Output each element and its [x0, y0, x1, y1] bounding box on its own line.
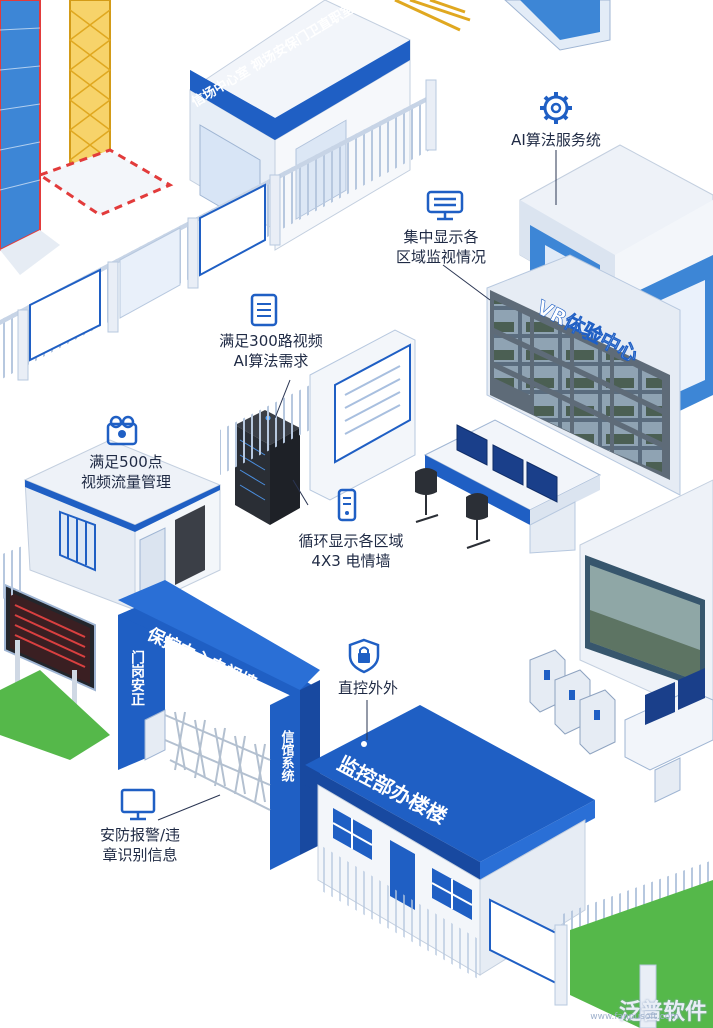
- label-alarm-1: 安防报警/违: [99, 826, 181, 844]
- turnstiles: [529, 649, 616, 755]
- fence-left: [0, 79, 437, 381]
- label-alarm-2: 章识别信息: [102, 846, 178, 864]
- led-display-board: [0, 583, 110, 760]
- vr-video-wall: [486, 254, 681, 496]
- label-video300-2: AI算法需求: [233, 352, 309, 370]
- gate-left-sign: 门岗安正: [129, 649, 145, 706]
- label-points500-2: 视频流量管理: [80, 473, 171, 491]
- gate-right-sign: 信馆系统: [279, 729, 295, 783]
- workstation-right: [624, 668, 713, 803]
- desktop-monitor-icon: [120, 788, 156, 821]
- camera-icon: [106, 415, 138, 446]
- gear-icon: [540, 92, 572, 124]
- shield-icon: [348, 638, 380, 674]
- guard-booth: [23, 439, 222, 611]
- label-central-display-1: 集中显示各: [403, 228, 479, 246]
- big-screen-right: [579, 479, 713, 721]
- fence-bottom: [320, 845, 713, 1028]
- watermark-brand: 泛普软件: [618, 1000, 707, 1025]
- scaffold-tower: [0, 0, 60, 275]
- tower-crane: [36, 0, 174, 217]
- label-cycle-1: 循环显示各区域: [298, 532, 404, 550]
- control-desk: [415, 419, 602, 554]
- label-video300-1: 满足300路视频: [219, 332, 323, 350]
- leader-lines: [157, 150, 557, 821]
- server-icon: [337, 488, 357, 522]
- label-ai-service: AI算法服务统: [511, 131, 601, 149]
- label-cycle-2: 4X3 电情墙: [311, 552, 391, 570]
- label-points500-1: 满足500点: [89, 453, 163, 471]
- fence-middle: [0, 385, 310, 600]
- label-direct: 直控外外: [337, 679, 398, 697]
- watermark-url: www.fanpusoft.com: [590, 1012, 679, 1022]
- crane-top-right: [394, 0, 611, 51]
- sliding-gate: [164, 711, 271, 811]
- label-central-display-2: 区域监视情况: [395, 248, 486, 266]
- display-board: [309, 329, 416, 501]
- document-icon: [250, 293, 278, 327]
- monitor-panel-icon: [426, 190, 464, 221]
